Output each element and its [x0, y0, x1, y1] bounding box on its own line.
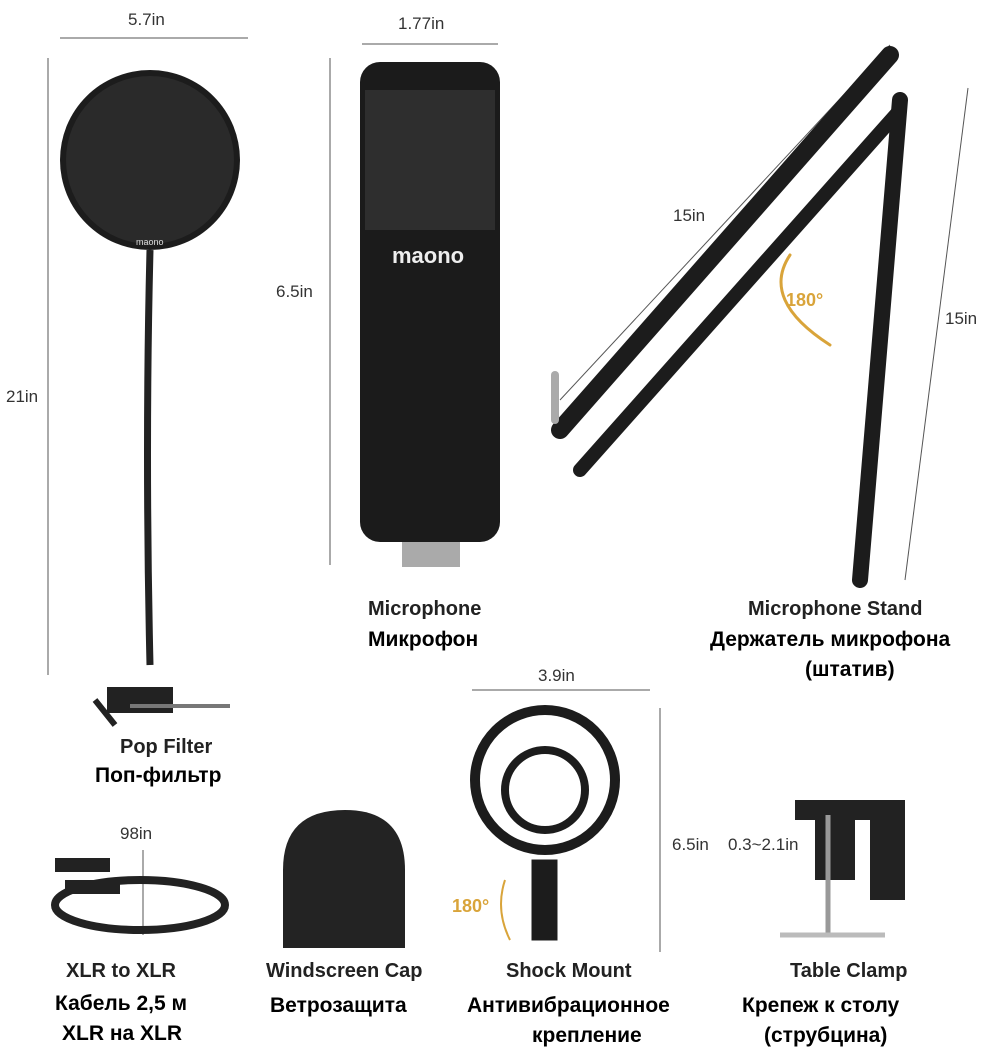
- shock-mount-label-ru: Антивибрационное: [467, 994, 670, 1017]
- cable-label-ru-2: XLR на XLR: [62, 1022, 183, 1045]
- clamp-range-dim: 0.3~2.1in: [728, 835, 799, 854]
- mic-width-dim: 1.77in: [398, 14, 445, 33]
- table-clamp-label-ru-2: (струбцина): [764, 1024, 888, 1047]
- stand-lower-dim: 15in: [945, 309, 978, 328]
- microphone-label: Microphone: [368, 598, 482, 620]
- shock-mount-label-ru-2: крепление: [532, 1024, 642, 1047]
- cable-image: [51, 858, 229, 934]
- pop-filter-label-ru: Поп-фильтр: [95, 764, 222, 787]
- shock-mount-image: [470, 705, 620, 941]
- stand-upper-dim: 15in: [673, 206, 706, 225]
- pop-filter-height-dim: 21in: [6, 387, 39, 406]
- windscreen-label-ru: Ветрозащита: [270, 994, 407, 1017]
- windscreen-label: Windscreen Cap: [266, 960, 423, 982]
- cable-length-dim: 98in: [120, 824, 153, 843]
- stand-label: Microphone Stand: [748, 598, 923, 620]
- stand-image: [551, 46, 908, 588]
- mic-logo: maono: [392, 243, 465, 268]
- dimension-lines: [47, 37, 969, 952]
- shock-height-dim: 6.5in: [672, 835, 709, 854]
- table-clamp-label-ru: Крепеж к столу: [742, 994, 900, 1017]
- cable-label-ru: Кабель 2,5 м: [55, 992, 188, 1015]
- shock-width-dim: 3.9in: [538, 666, 575, 685]
- mic-height-dim: 6.5in: [276, 282, 313, 301]
- pop-filter-image: [60, 70, 240, 727]
- shock-mount-label: Shock Mount: [506, 960, 632, 982]
- stand-label-ru: Держатель микрофона: [710, 628, 951, 651]
- stand-rotation: 180°: [786, 290, 824, 310]
- filter-logo: maono: [136, 237, 164, 247]
- cable-label: XLR to XLR: [66, 960, 176, 982]
- windscreen-image: [283, 810, 405, 948]
- shock-rotation: 180°: [452, 896, 490, 916]
- table-clamp-label: Table Clamp: [790, 960, 908, 982]
- pop-filter-width-dim: 5.7in: [128, 10, 165, 29]
- microphone-label-ru: Микрофон: [368, 628, 479, 651]
- stand-label-ru-2: (штатив): [805, 658, 895, 681]
- table-clamp-image: [780, 800, 905, 938]
- microphone-image: [360, 62, 500, 567]
- pop-filter-label: Pop Filter: [120, 736, 213, 758]
